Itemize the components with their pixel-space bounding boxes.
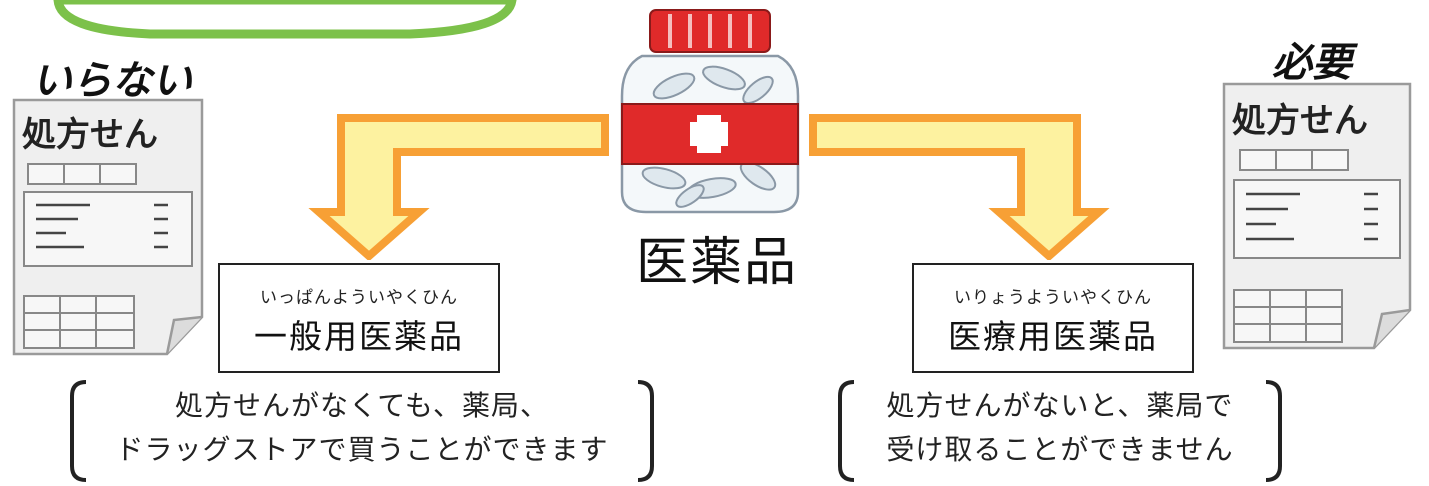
otc-ruby: いっぱんよういやくひん [260,288,458,308]
prescription-desc-line1: 処方せんがないと、薬局で [886,389,1234,422]
medicine-bottle-icon [620,9,800,214]
otc-desc-line2: ドラッグストアで買うことができます [115,433,609,466]
otc-medicine-box: いっぱんよういやくひん 一般用医薬品 [218,263,500,373]
prescription-description: 処方せんがないと、薬局で 受け取ることができません [848,384,1272,472]
otc-title: 一般用医薬品 [254,317,464,356]
otc-description: 処方せんがなくても、薬局、 ドラッグストアで買うことができます [80,384,644,472]
down-arrow-icon-left [308,114,609,260]
prescription-title-right: 処方せん [1232,101,1368,141]
prescription-title: 医療用医薬品 [948,317,1158,356]
bracket-right-desc [838,380,1282,482]
prescription-title-left: 処方せん [22,115,158,155]
otc-desc-line1: 処方せんがなくても、薬局、 [175,389,549,422]
prescription-ruby: いりょうよういやくひん [954,288,1152,308]
bracket-left-desc [70,380,654,482]
down-arrow-icon-right [809,114,1110,260]
prescription-paper-icon-left: 処方せん [12,98,204,356]
medicine-label: 医薬品 [636,233,799,293]
needed-label: 必要 [1272,40,1352,86]
green-arc-decoration [53,0,517,39]
prescription-paper-icon-right: 処方せん [1222,82,1412,350]
prescription-desc-line2: 受け取ることができません [886,433,1234,466]
prescription-medicine-box: いりょうよういやくひん 医療用医薬品 [912,263,1194,373]
not-needed-label: いらない [32,58,192,104]
